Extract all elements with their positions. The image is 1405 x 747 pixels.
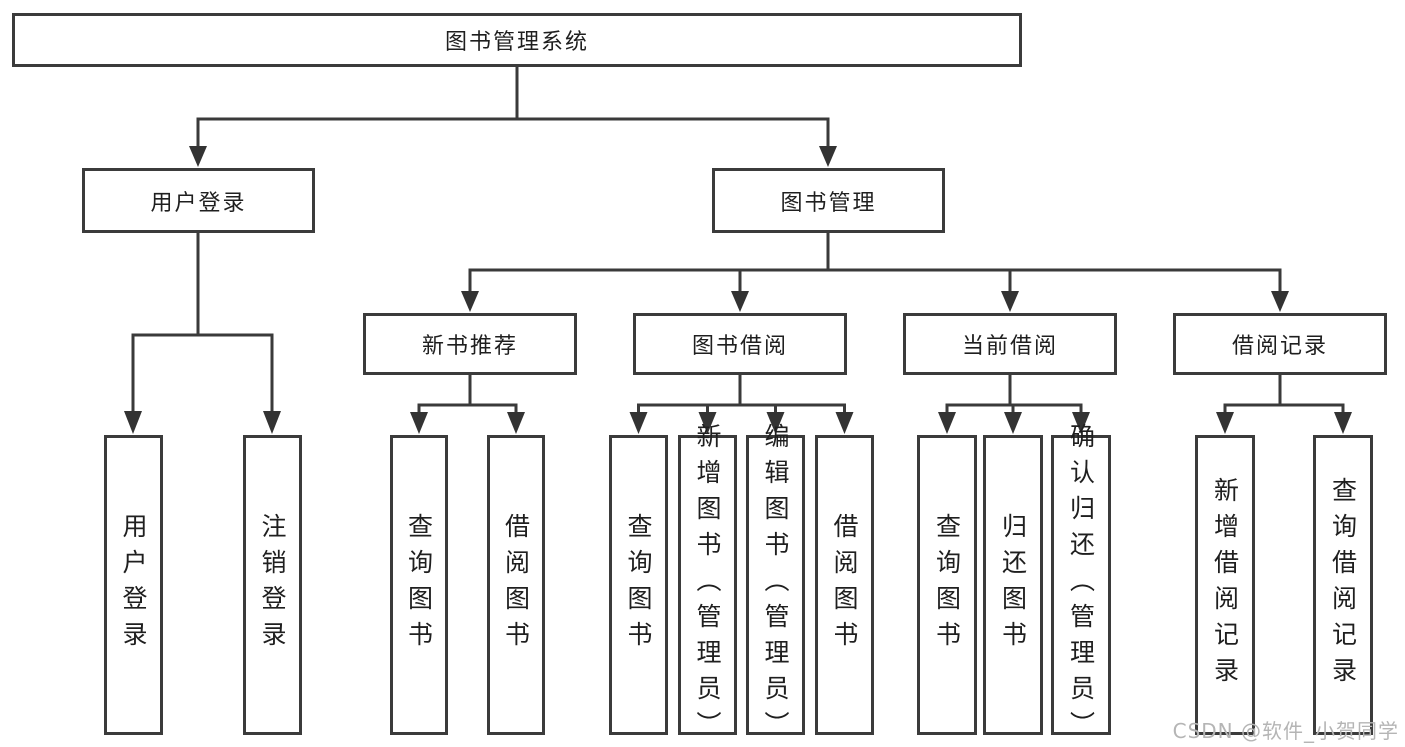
leaf-borrow-books-recommend: 借阅图书 — [487, 435, 545, 735]
node-book-management: 图书管理 — [712, 168, 945, 233]
leaf-borrow-books-recommend-label: 借阅图书 — [501, 513, 531, 657]
leaf-logout-label: 注销登录 — [258, 513, 287, 657]
leaf-query-books-recommend-label: 查询图书 — [404, 513, 434, 657]
leaf-return-book: 归还图书 — [983, 435, 1043, 735]
node-current-borrow-label: 当前借阅 — [961, 334, 1058, 359]
leaf-query-books-recommend: 查询图书 — [390, 435, 448, 735]
leaf-return-book-label: 归还图书 — [998, 513, 1028, 657]
node-new-book-recommend-label: 新书推荐 — [421, 334, 518, 359]
leaf-query-books-borrow-label: 查询图书 — [624, 513, 653, 657]
node-book-borrow: 图书借阅 — [633, 313, 847, 375]
leaf-add-book-admin: 新增图书（管理员） — [678, 423, 737, 747]
leaf-edit-book-admin-label: 编辑图书（管理员） — [761, 423, 790, 747]
leaf-add-borrow-record: 新增借阅记录 — [1195, 435, 1255, 735]
leaf-user-login: 用户登录 — [104, 435, 163, 735]
node-current-borrow: 当前借阅 — [903, 313, 1117, 375]
node-user-login-label: 用户登录 — [150, 190, 247, 216]
leaf-query-borrow-record: 查询借阅记录 — [1313, 435, 1373, 735]
leaf-add-book-admin-label: 新增图书（管理员） — [693, 423, 722, 747]
node-user-login: 用户登录 — [82, 168, 315, 233]
leaf-borrow-books-label: 借阅图书 — [830, 513, 859, 657]
leaf-borrow-books: 借阅图书 — [815, 435, 874, 735]
node-new-book-recommend: 新书推荐 — [363, 313, 577, 375]
leaf-query-books-current-label: 查询图书 — [932, 513, 962, 657]
leaf-edit-book-admin: 编辑图书（管理员） — [746, 423, 805, 747]
leaf-query-books-borrow: 查询图书 — [609, 435, 668, 735]
leaf-confirm-return-admin-label: 确认归还（管理员） — [1066, 423, 1096, 747]
node-borrow-records: 借阅记录 — [1173, 313, 1387, 375]
node-root: 图书管理系统 — [12, 13, 1022, 67]
leaf-add-borrow-record-label: 新增借阅记录 — [1210, 477, 1240, 693]
node-root-label: 图书管理系统 — [444, 30, 589, 55]
node-book-management-label: 图书管理 — [780, 190, 877, 216]
node-book-borrow-label: 图书借阅 — [691, 334, 788, 359]
leaf-user-login-label: 用户登录 — [119, 513, 148, 657]
leaf-logout: 注销登录 — [243, 435, 302, 735]
leaf-query-borrow-record-label: 查询借阅记录 — [1328, 477, 1358, 693]
leaf-query-books-current: 查询图书 — [917, 435, 977, 735]
node-borrow-records-label: 借阅记录 — [1231, 334, 1328, 359]
leaf-confirm-return-admin: 确认归还（管理员） — [1051, 423, 1111, 747]
watermark-text: CSDN @软件_小贺同学 — [1172, 719, 1399, 743]
